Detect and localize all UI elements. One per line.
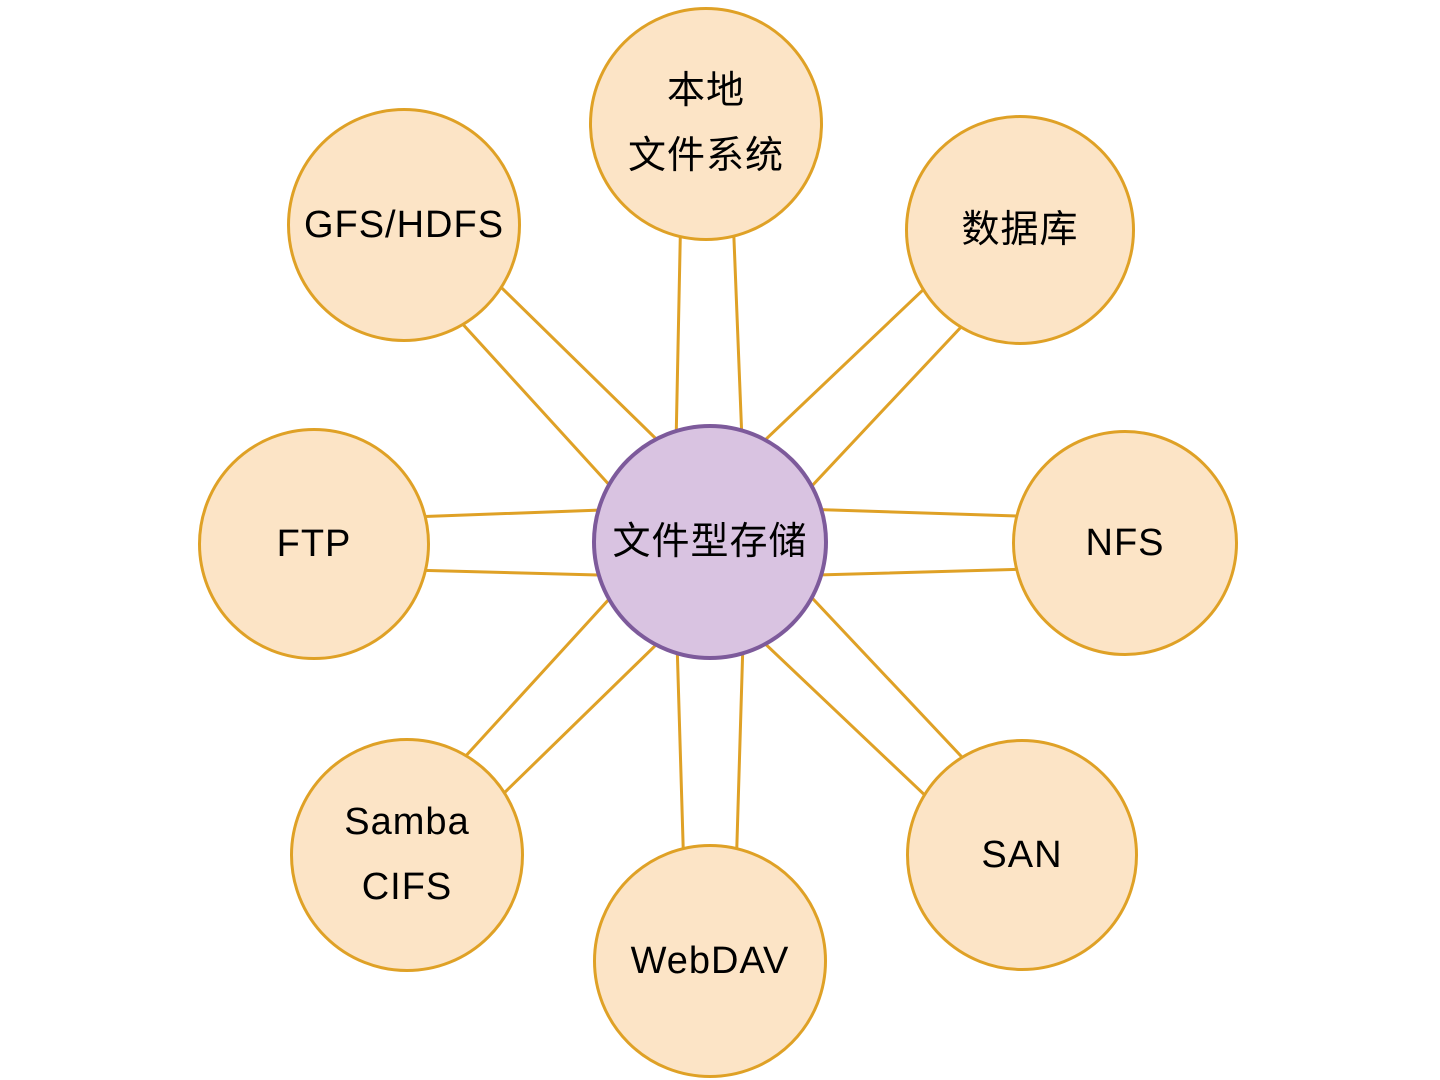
node-ftp: FTP [198,428,430,660]
node-gfs-hdfs: GFS/HDFS [287,108,521,342]
node-label: NFS [1085,521,1165,564]
node-label: 本地 [666,70,745,113]
node-file-type-storage: 文件型存储 [592,424,828,660]
node-label: 文件系统 [627,135,784,177]
node-nfs: NFS [1012,430,1238,656]
node-label: FTP [276,522,352,565]
node-label: CIFS [361,866,453,908]
node-san: SAN [906,739,1138,971]
node-label: WebDAV [630,939,790,982]
node-label: 数据库 [961,208,1079,251]
node-database: 数据库 [905,115,1135,345]
node-label: Samba [344,801,470,844]
node-local-file-system: 本地文件系统 [589,7,823,241]
node-label: SAN [981,833,1063,876]
node-webdav: WebDAV [593,844,827,1078]
node-label: GFS/HDFS [303,203,505,246]
node-label: 文件型存储 [612,520,808,563]
